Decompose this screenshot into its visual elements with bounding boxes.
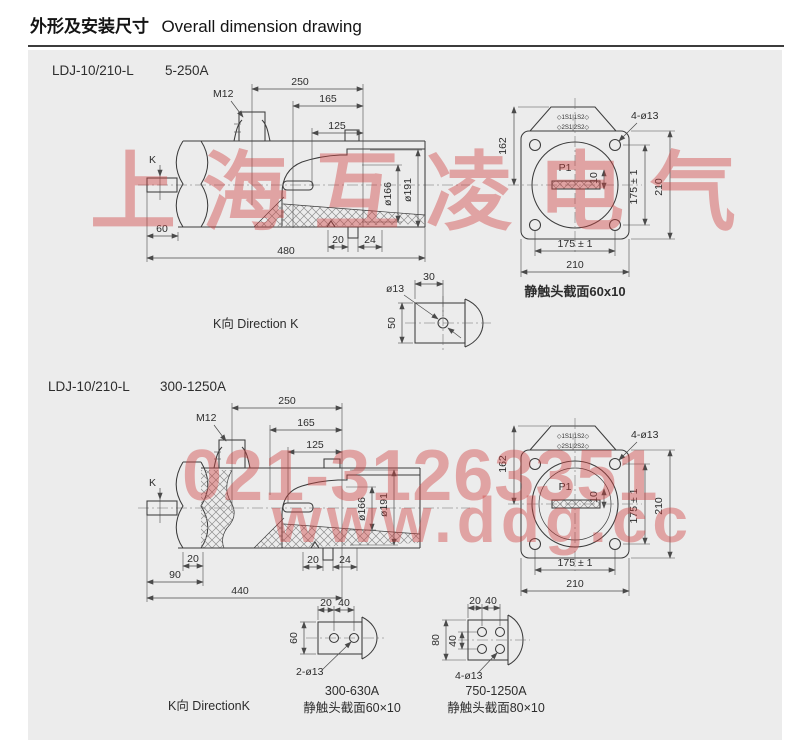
s1-dim-250: 250: [291, 76, 309, 88]
s2-dim-250: 250: [278, 395, 296, 407]
c2-dim-40i: 40: [447, 635, 459, 647]
s1-p1-label: P1: [559, 162, 572, 174]
s2-side-view: [138, 403, 470, 602]
s1-holes-label: 4-ø13: [631, 110, 659, 122]
page-title-en: Overall dimension drawing: [161, 17, 362, 36]
s1-flange-caption: 静触头截面60x10: [524, 284, 625, 299]
s2-k-label: K: [149, 477, 156, 489]
s1-dim-60: 60: [156, 223, 168, 235]
s2-dim-440: 440: [231, 585, 249, 597]
c2-holes-label: 4-ø13: [455, 670, 483, 682]
s1-k-view: 30 50 ø13 K向 Direction K: [213, 271, 491, 350]
s1-dim-v175: 175 ± 1: [628, 169, 640, 204]
c1-dim-60: 60: [288, 632, 300, 644]
s2-stud-label: M12: [196, 412, 217, 424]
s2-dim-v210: 210: [653, 497, 665, 515]
s2-model-label: LDJ-10/210-L: [48, 379, 130, 394]
s1-dim-162: 162: [497, 137, 509, 155]
s2-dim-d191: ø191: [378, 493, 390, 517]
page-title: 外形及安装尺寸 Overall dimension drawing: [28, 6, 784, 47]
c2-dim-40: 40: [485, 595, 497, 607]
c1-dim-20: 20: [320, 597, 332, 609]
section2: LDJ-10/210-L 300-1250A: [48, 379, 675, 715]
s2-dim-10: 10: [588, 491, 600, 503]
s2-dim-162: 162: [497, 455, 509, 473]
s1-dim-20: 20: [332, 234, 344, 246]
s2-terminal-row2: ◇2S1|2S2◇: [557, 444, 590, 450]
s1-range-label: 5-250A: [165, 63, 209, 78]
kview-dim-30: 30: [423, 271, 435, 283]
section1: LDJ-10/210-L 5-250A: [52, 63, 675, 350]
s2-dim-h210: 210: [566, 578, 584, 590]
s2-range-label: 300-1250A: [160, 379, 226, 394]
s1-terminal-row2: ◇2S1|2S2◇: [557, 125, 590, 131]
s2-dim-24: 24: [339, 554, 351, 566]
c2-title: 750-1250A: [465, 684, 527, 698]
s2-holes-label: 4-ø13: [631, 429, 659, 441]
page-title-zh: 外形及安装尺寸: [30, 17, 149, 36]
s1-model-label: LDJ-10/210-L: [52, 63, 134, 78]
s2-dim-20: 20: [307, 554, 319, 566]
s2-k-caption: K向 DirectionK: [168, 698, 251, 713]
s1-dim-10: 10: [588, 172, 600, 184]
s1-dim-d191: ø191: [402, 178, 414, 202]
drawing-panel: [28, 50, 782, 740]
s2-dim-h175: 175 ± 1: [558, 557, 593, 569]
s1-dim-165: 165: [319, 93, 337, 105]
s2-dim-165: 165: [297, 417, 315, 429]
c1-dim-40: 40: [338, 597, 350, 609]
s2-dim-v175: 175 ± 1: [628, 488, 640, 523]
s2-terminal-row1: ◇1S1|1S2◇: [557, 434, 590, 440]
kview-caption: K向 Direction K: [213, 316, 299, 331]
c2-caption: 静触头截面80×10: [447, 701, 545, 715]
s1-dim-d166: ø166: [382, 182, 394, 206]
s1-side-view: [138, 84, 470, 239]
s1-k-label: K: [149, 154, 156, 166]
s1-side-dimensions: 250 165 125 M12 K 60 480: [146, 76, 426, 262]
c1-holes-label: 2-ø13: [296, 666, 324, 678]
c1-title: 300-630A: [325, 684, 380, 698]
s2-side-dimensions: 250 165 125 M12 K 20 90 440: [146, 395, 398, 602]
s2-p1-label: P1: [559, 481, 572, 493]
s2-dim-d166: ø166: [356, 497, 368, 521]
s1-flange-view: ◇1S1|1S2◇ ◇2S1|2S2◇ P1 10 4-ø13 162: [497, 98, 675, 299]
kview-hole-label: ø13: [386, 283, 404, 295]
s2-dim-20l: 20: [187, 553, 199, 565]
s1-dim-h175: 175 ± 1: [558, 238, 593, 250]
s1-dim-24: 24: [364, 234, 376, 246]
s1-dim-125: 125: [328, 120, 346, 132]
c1-caption: 静触头截面60×10: [303, 701, 401, 715]
s1-dim-h210: 210: [566, 259, 584, 271]
kview-dim-50: 50: [386, 317, 398, 329]
s2-dim-125: 125: [306, 439, 324, 451]
s1-stud-label: M12: [213, 88, 234, 100]
s1-dim-v210: 210: [653, 178, 665, 196]
c2-dim-20: 20: [469, 595, 481, 607]
contact-view-750-1250: 20 40 80 40 4-ø13 750-1250A 静触头截面80×10: [430, 595, 545, 715]
s2-flange-view: ◇1S1|1S2◇ ◇2S1|2S2◇ P1 10 4-ø13 162: [497, 418, 675, 596]
s1-dim-480: 480: [277, 245, 295, 257]
contact-view-300-630: 20 40 60 2-ø13 300-630A 静触头截面60×10: [288, 597, 401, 715]
s2-dim-90: 90: [169, 569, 181, 581]
s1-terminal-row1: ◇1S1|1S2◇: [557, 115, 590, 121]
c2-dim-80: 80: [430, 634, 442, 646]
